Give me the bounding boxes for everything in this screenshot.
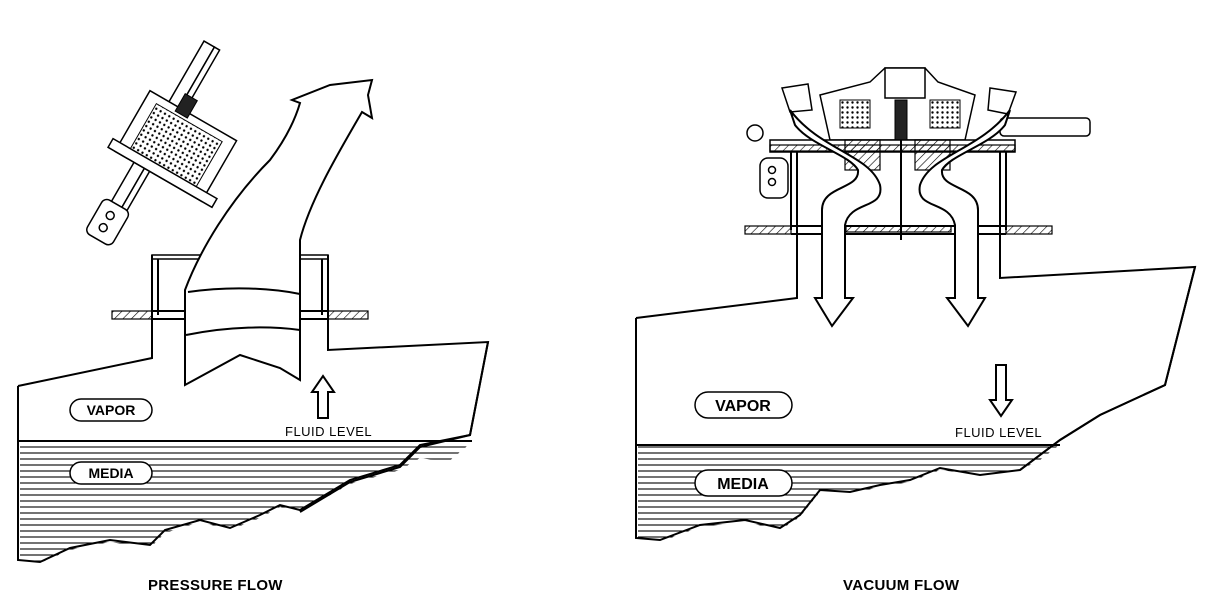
pressure-flow-caption: PRESSURE FLOW xyxy=(148,577,283,594)
pressure-vapor-label: VAPOR xyxy=(87,402,136,418)
vacuum-flow-panel: FLUID LEVEL VAPOR MEDIA xyxy=(635,67,1197,542)
vacuum-flow-caption: VACUUM FLOW xyxy=(843,577,960,594)
pressure-flow-panel: FLUID LEVEL VAPOR MEDIA xyxy=(17,40,490,564)
vacuum-media-label: MEDIA xyxy=(717,476,769,493)
vacuum-fluid-level-down-arrow xyxy=(988,364,1014,418)
vacuum-media-pill: MEDIA xyxy=(694,469,793,497)
pressure-fluid-level-up-arrow xyxy=(310,374,336,419)
pressure-vapor-pill: VAPOR xyxy=(69,398,153,422)
pressure-media-region xyxy=(20,442,472,563)
vacuum-fluid-level-label: FLUID LEVEL xyxy=(955,425,1042,440)
vacuum-vapor-pill: VAPOR xyxy=(694,391,793,419)
pressure-vent-valve xyxy=(86,40,238,246)
pressure-fluid-level-label: FLUID LEVEL xyxy=(285,424,372,439)
vacuum-inflow-arrows xyxy=(789,109,1011,328)
pressure-media-label: MEDIA xyxy=(88,465,133,481)
pressure-media-pill: MEDIA xyxy=(69,461,153,485)
pressure-flow-arrow xyxy=(184,78,374,387)
vacuum-vent-valve xyxy=(746,67,1091,240)
vacuum-vapor-label: VAPOR xyxy=(715,398,771,415)
